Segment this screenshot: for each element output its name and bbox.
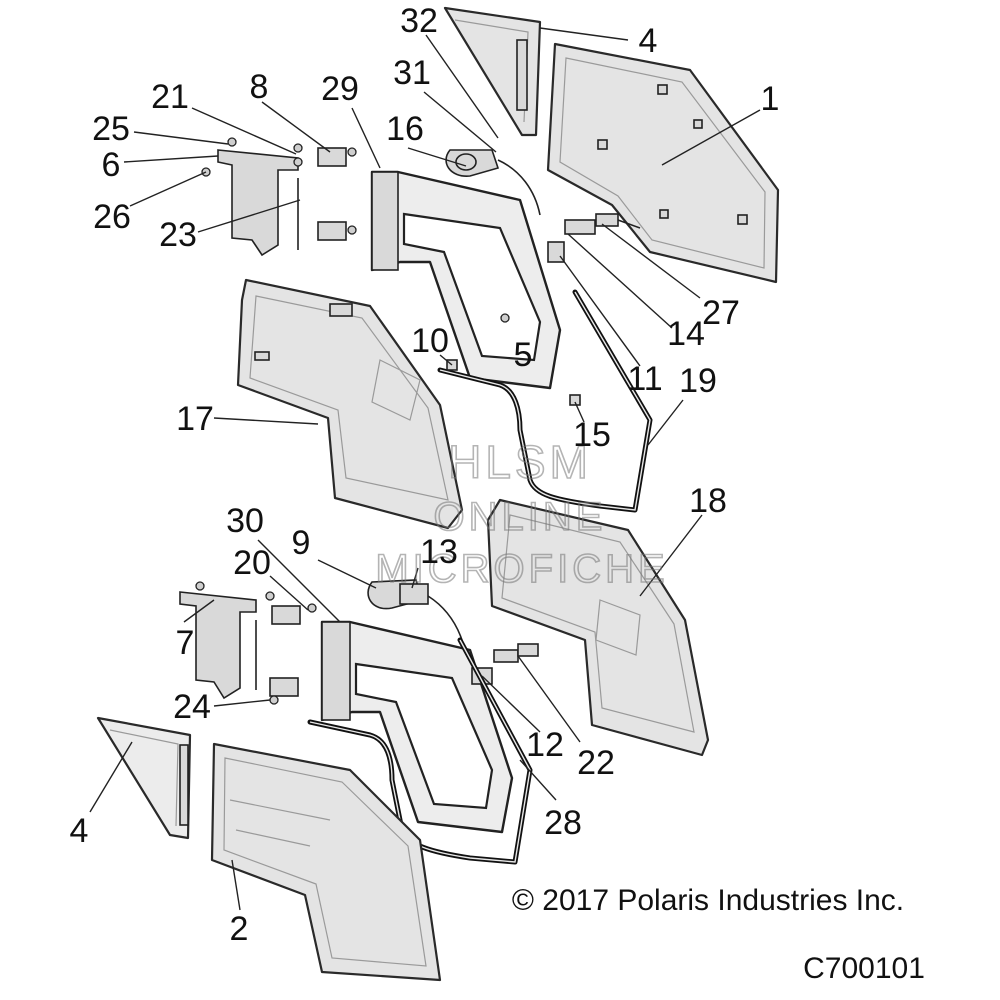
- part-1-outer-door-panel: [546, 42, 780, 284]
- part-6-upper-hinge-bracket: [201, 137, 357, 257]
- part-19-upper-door-seal: [437, 289, 653, 513]
- drawing-code: C700101: [803, 952, 925, 985]
- callout-5: 5: [514, 336, 533, 374]
- callout-1: 1: [761, 80, 780, 118]
- callout-26: 26: [93, 198, 131, 236]
- callout-27: 27: [702, 294, 740, 332]
- callout-8: 8: [250, 68, 269, 106]
- watermark-line-1: HLSM: [448, 436, 592, 488]
- callout-19: 19: [679, 362, 717, 400]
- callout-30: 30: [226, 502, 264, 540]
- callout-28: 28: [544, 804, 582, 842]
- callout-25: 25: [92, 110, 130, 148]
- part-3-upper-trim-panel: [443, 6, 542, 137]
- callout-17: 17: [176, 400, 214, 438]
- part-2-outer-door-panel: [210, 742, 442, 982]
- callout-15: 15: [573, 416, 611, 454]
- copyright-notice: © 2017 Polaris Industries Inc.: [512, 884, 904, 917]
- watermark-line-2: ONLINE: [434, 495, 607, 539]
- part-27-latch-striker: [547, 213, 641, 263]
- callout-6: 6: [102, 146, 121, 184]
- callout-32: 32: [400, 2, 438, 40]
- callout-24: 24: [173, 688, 211, 726]
- callout-16: 16: [386, 110, 424, 148]
- callout-4: 4: [70, 812, 89, 850]
- callout-21: 21: [151, 78, 189, 116]
- callout-13: 13: [420, 533, 458, 571]
- part-4-lower-trim-panel: [96, 716, 192, 840]
- part-17-inner-door-panel: [236, 278, 464, 530]
- callout-14: 14: [667, 315, 705, 353]
- callout-31: 31: [393, 54, 431, 92]
- callout-11: 11: [627, 360, 662, 398]
- callout-18: 18: [689, 482, 727, 520]
- watermark: HLSM ONLINE MICROFICHE: [375, 435, 668, 592]
- part-7-lower-hinge-bracket: [179, 581, 317, 705]
- watermark-line-3: MICROFICHE: [375, 547, 668, 591]
- part-13-latch-handle: [367, 579, 466, 651]
- part-9-lower-door-frame: [320, 620, 514, 834]
- part-5-upper-door-frame: [370, 170, 562, 390]
- part-16-latch-handle: [445, 149, 541, 216]
- callout-7: 7: [176, 624, 195, 662]
- callout-10: 10: [411, 322, 449, 360]
- leader-lines: [89, 27, 761, 911]
- callout-22: 22: [577, 744, 615, 782]
- callout-2: 2: [230, 910, 249, 948]
- callout-labels: 4 1 32 31 16 29 8 21 25 6 26 23 27 14 11…: [70, 2, 780, 948]
- callout-3: 4: [639, 22, 658, 60]
- callout-23: 23: [159, 216, 197, 254]
- callout-9: 9: [292, 524, 311, 562]
- callout-12: 12: [526, 726, 564, 764]
- callout-20: 20: [233, 544, 271, 582]
- callout-29: 29: [321, 70, 359, 108]
